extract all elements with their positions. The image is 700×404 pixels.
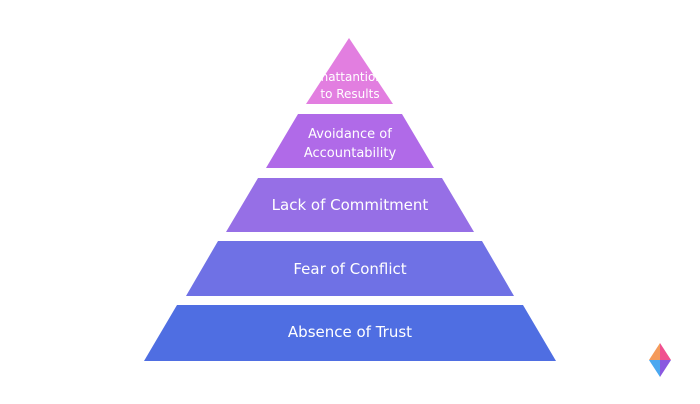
tier-label-line2: Accountability xyxy=(304,146,397,161)
tier-label: Lack of Commitment xyxy=(272,196,429,214)
tier-label-line2: to Results xyxy=(320,87,379,101)
pyramid-tier-absence-of-trust: Absence of Trust xyxy=(144,305,556,361)
pyramid-tier-inattention-to-results: Inattantion to Results xyxy=(306,38,393,104)
pyramid-tier-lack-of-commitment: Lack of Commitment xyxy=(226,178,474,232)
pyramid-tier-fear-of-conflict: Fear of Conflict xyxy=(186,241,514,296)
gem-logo-icon xyxy=(649,343,671,377)
tier-label-line1: Avoidance of xyxy=(308,127,392,142)
tier-label-line1: Inattantion xyxy=(317,70,383,84)
pyramid-tier-avoidance-of-accountability: Avoidance of Accountability xyxy=(266,114,434,168)
tier-label: Absence of Trust xyxy=(288,323,412,341)
tier-label: Fear of Conflict xyxy=(293,260,406,278)
